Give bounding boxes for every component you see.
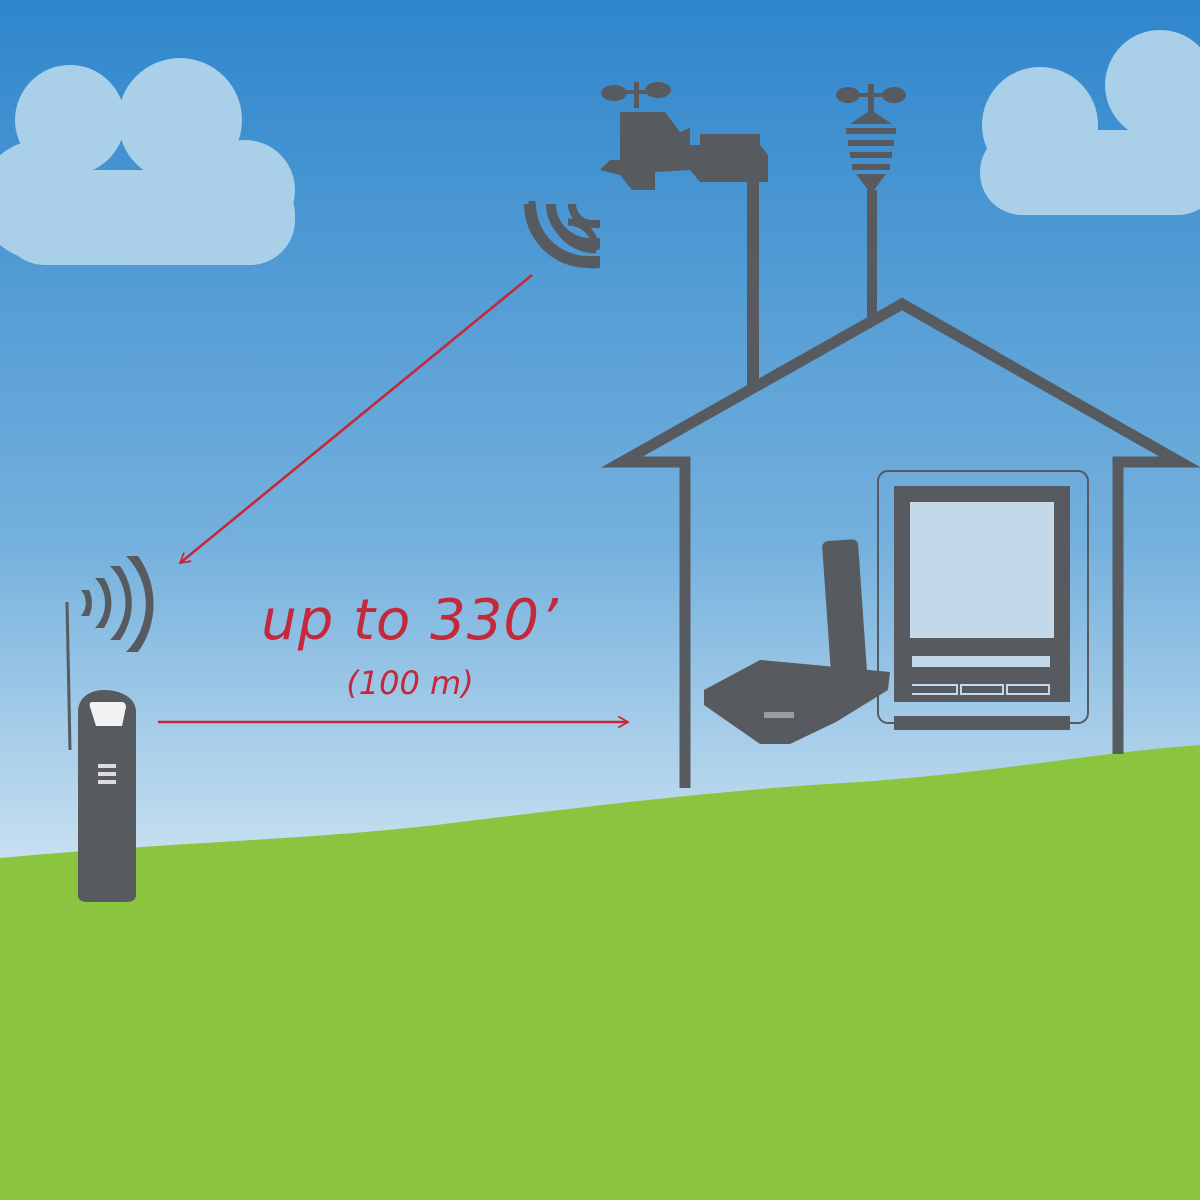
signal-waves-sensor-solid-icon <box>524 204 600 268</box>
signal-waves-remote-icon <box>81 556 154 652</box>
base-hub-icon <box>704 539 890 744</box>
grass-hill <box>0 745 1200 1200</box>
remote-transmitter-icon <box>65 601 136 902</box>
signal-arrow-diagonal <box>178 273 533 565</box>
cloud-left <box>0 58 295 265</box>
cloud-right <box>980 30 1200 215</box>
display-console-icon <box>877 470 1089 730</box>
weather-sensor-icon <box>600 82 768 190</box>
house-outline <box>601 297 1200 788</box>
temperature-tower-icon <box>836 84 906 194</box>
range-distance-label: up to 330’ <box>261 588 559 653</box>
range-metric-label: (100 m) <box>346 664 474 702</box>
